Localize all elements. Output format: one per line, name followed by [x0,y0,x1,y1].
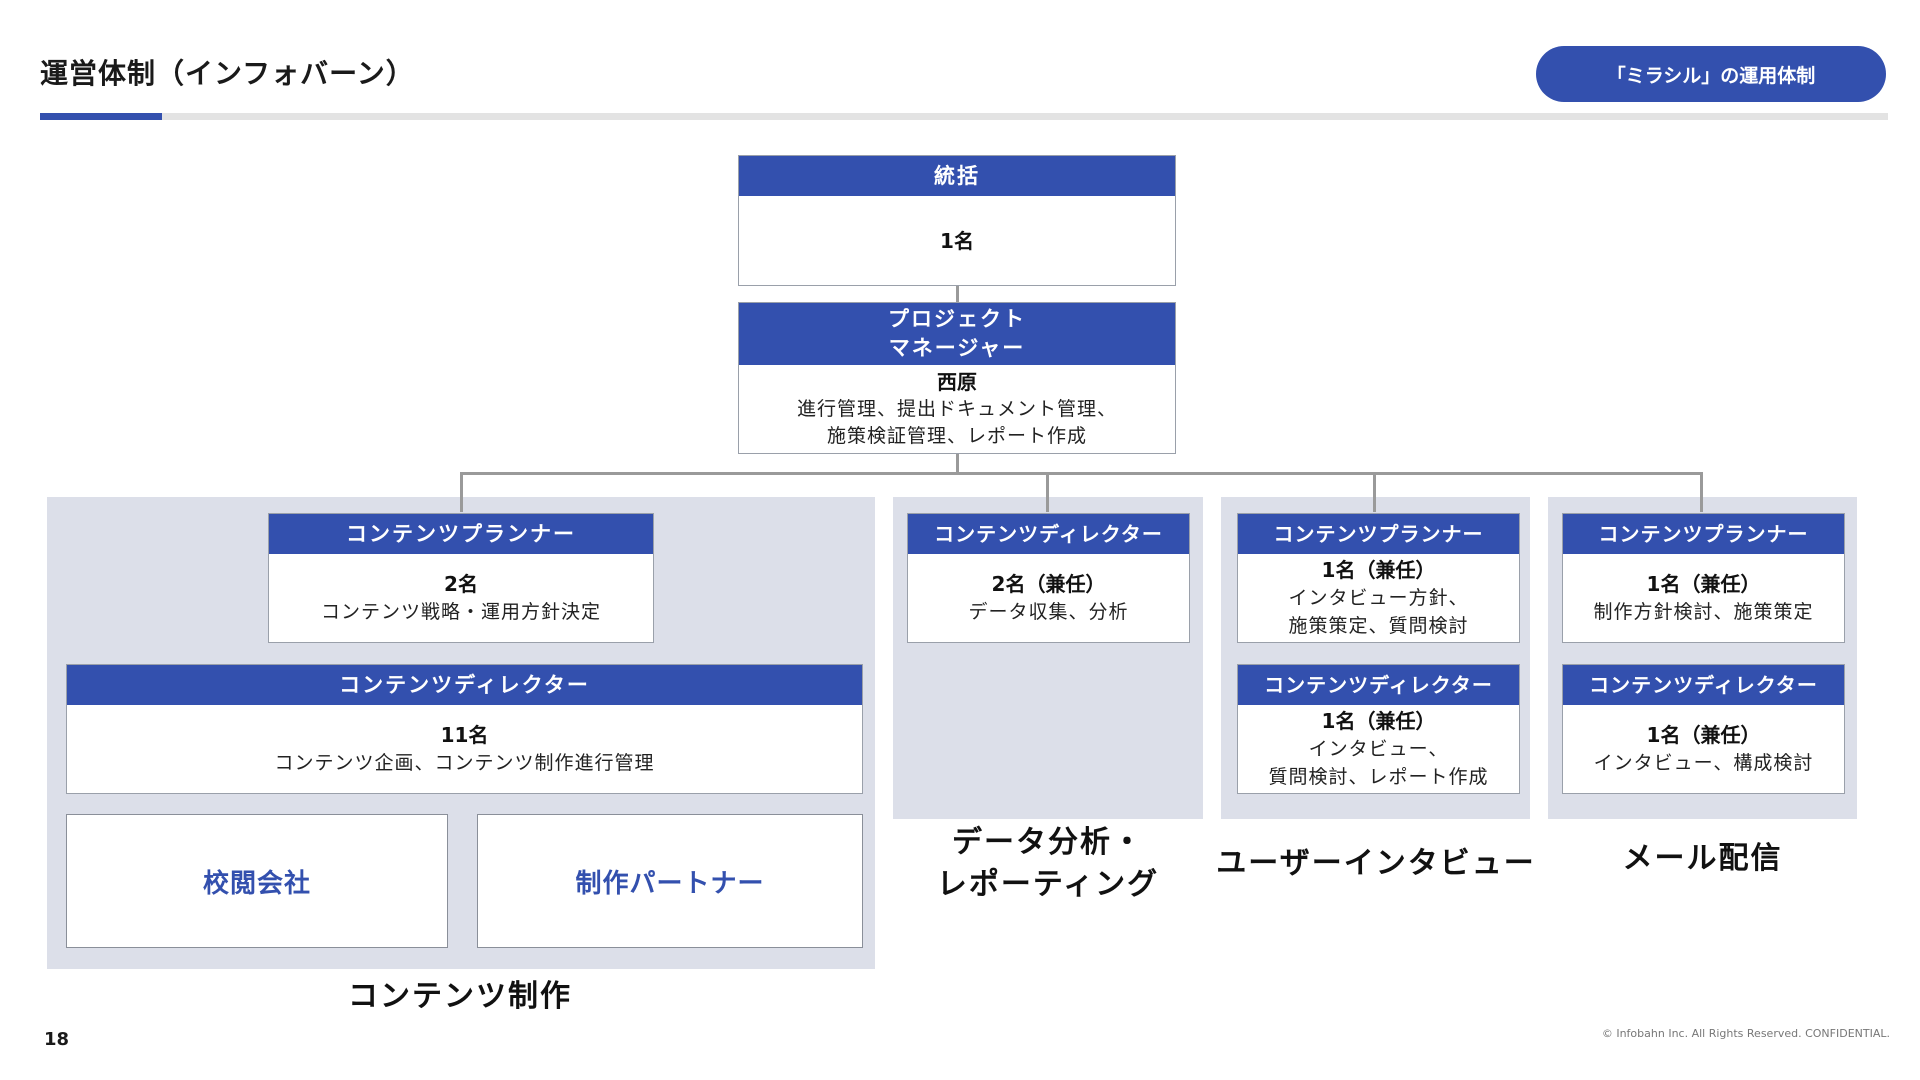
header-divider [40,113,1888,120]
data-director-duty: データ収集、分析 [968,601,1129,623]
mail-director-count: 1名（兼任） [1646,723,1761,747]
project-manager-card: プロジェクト マネージャー 西原 進行管理、提出ドキュメント管理、 施策検証管理… [738,302,1176,454]
pm-name: 西原 [937,369,977,394]
production-partner-box: 制作パートナー [477,814,863,948]
interview-planner-count: 1名（兼任） [1321,558,1436,582]
content-planner-duty: コンテンツ戦略・運用方針決定 [320,601,601,623]
page-number: 18 [44,1029,70,1050]
data-team-label: データ分析・ レポーティング [893,822,1203,906]
mail-team-label: メール配信 [1622,841,1783,876]
proofreading-company-box: 校閲会社 [66,814,448,948]
content-director-count: 11名 [440,723,489,747]
interview-team-label: ユーザーインタビュー [1216,846,1536,881]
pm-duty-line2: 施策検証管理、レポート作成 [826,424,1087,447]
mail-planner-count: 1名（兼任） [1646,572,1761,596]
mail-planner-role: コンテンツプランナー [1563,514,1844,554]
pm-duty-line1: 進行管理、提出ドキュメント管理、 [796,397,1117,420]
data-director-count: 2名（兼任） [991,572,1106,596]
top-manager-role: 統括 [739,156,1175,196]
interview-director-role: コンテンツディレクター [1238,665,1519,705]
data-team-label-line1: データ分析・ [952,825,1144,860]
interview-director-duty-line1: インタビュー、 [1308,738,1449,760]
content-team-label: コンテンツ制作 [348,979,572,1014]
pm-role-line1: プロジェクト [888,307,1026,331]
interview-director-count: 1名（兼任） [1321,709,1436,733]
content-planner-role: コンテンツプランナー [269,514,653,554]
content-planner-count: 2名 [444,572,478,596]
interview-director-duty-line2: 質問検討、レポート作成 [1268,766,1489,788]
pm-role-line2: マネージャー [888,336,1026,360]
content-director-role: コンテンツディレクター [67,665,862,705]
data-director-role: コンテンツディレクター [908,514,1189,554]
mail-planner-duty: 制作方針検討、施策策定 [1593,601,1814,623]
top-manager-card: 統括 1名 [738,155,1176,286]
mail-director-role: コンテンツディレクター [1563,665,1844,705]
connector-mail [1700,472,1703,512]
content-director-card: コンテンツディレクター 11名 コンテンツ企画、コンテンツ制作進行管理 [66,664,863,794]
data-team-label-line2: レポーティング [936,867,1160,902]
mail-planner-card: コンテンツプランナー 1名（兼任） 制作方針検討、施策策定 [1562,513,1845,643]
interview-planner-card: コンテンツプランナー 1名（兼任） インタビュー方針、 施策策定、質問検討 [1237,513,1520,643]
content-planner-card: コンテンツプランナー 2名 コンテンツ戦略・運用方針決定 [268,513,654,643]
connector-pm-down [956,453,959,474]
interview-planner-duty-line2: 施策策定、質問検討 [1288,615,1469,637]
page-title: 運営体制（インフォバーン） [40,57,415,90]
interview-director-card: コンテンツディレクター 1名（兼任） インタビュー、 質問検討、レポート作成 [1237,664,1520,794]
mail-director-duty: インタビュー、構成検討 [1593,752,1814,774]
data-director-card: コンテンツディレクター 2名（兼任） データ収集、分析 [907,513,1190,643]
top-manager-count: 1名 [940,228,974,253]
interview-planner-role: コンテンツプランナー [1238,514,1519,554]
connector-interview [1373,472,1376,512]
connector-horizontal [460,472,1703,475]
connector-top-pm [956,285,959,303]
copyright-notice: © Infobahn Inc. All Rights Reserved. CON… [1601,1027,1890,1040]
connector-content [460,472,463,512]
connector-data [1046,472,1049,512]
mail-director-card: コンテンツディレクター 1名（兼任） インタビュー、構成検討 [1562,664,1845,794]
interview-planner-duty-line1: インタビュー方針、 [1288,587,1469,609]
content-director-duty: コンテンツ企画、コンテンツ制作進行管理 [274,752,655,774]
header-divider-accent [40,113,162,120]
structure-badge: 「ミラシル」の運用体制 [1536,46,1886,102]
